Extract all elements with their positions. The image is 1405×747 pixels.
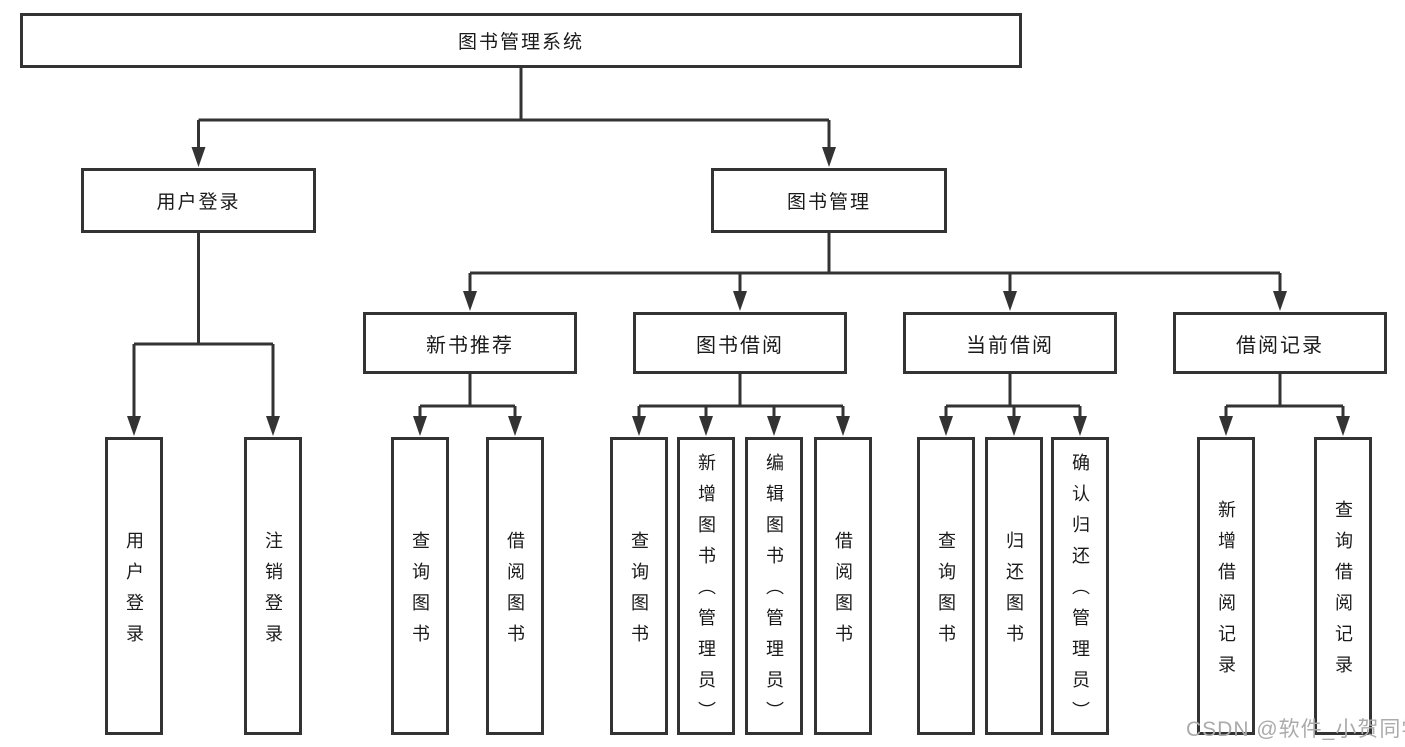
- leaf-logout: 注销登录: [244, 437, 302, 735]
- csdn-watermark: CSDN @软件_小贺同学: [1186, 718, 1405, 741]
- leaf-br-add-record-label: 新增借阅记录: [1216, 499, 1236, 686]
- leaf-br-query-record: 查询借阅记录: [1314, 437, 1372, 735]
- leaf-cb-return-books-label: 归还图书: [1004, 530, 1024, 655]
- leaf-user-login: 用户登录: [105, 437, 163, 735]
- node-book-borrowing-label: 图书借阅: [696, 334, 784, 357]
- leaf-br-query-record-label: 查询借阅记录: [1333, 499, 1353, 686]
- leaf-cb-confirm-return-admin: 确认归还（管理员）: [1051, 437, 1109, 735]
- leaf-bb-edit-books-admin: 编辑图书（管理员）: [745, 437, 803, 735]
- node-book-management-label: 图书管理: [786, 192, 871, 213]
- leaf-nbr-query-books-label: 查询图书: [410, 530, 430, 655]
- node-book-management: 图书管理: [711, 168, 947, 233]
- leaf-cb-return-books: 归还图书: [985, 437, 1043, 735]
- leaf-user-login-label: 用户登录: [124, 530, 144, 655]
- node-borrowing-records-label: 借阅记录: [1236, 334, 1324, 357]
- leaf-bb-add-books-admin: 新增图书（管理员）: [677, 437, 735, 735]
- leaf-br-add-record: 新增借阅记录: [1197, 437, 1255, 735]
- node-book-borrowing: 图书借阅: [633, 312, 847, 374]
- leaf-cb-query-books: 查询图书: [917, 437, 975, 735]
- leaf-cb-query-books-label: 查询图书: [936, 530, 956, 655]
- leaf-bb-borrow-books: 借阅图书: [814, 437, 872, 735]
- leaf-bb-query-books: 查询图书: [610, 437, 668, 735]
- node-new-book-recommend-label: 新书推荐: [426, 334, 514, 357]
- node-library-management-system-label: 图书管理系统: [457, 32, 584, 53]
- node-user-login-label: 用户登录: [156, 192, 241, 213]
- leaf-nbr-borrow-books-label: 借阅图书: [505, 530, 525, 655]
- leaf-logout-label: 注销登录: [263, 530, 283, 655]
- leaf-bb-edit-books-admin-label: 编辑图书（管理员）: [764, 453, 784, 732]
- node-new-book-recommend: 新书推荐: [363, 312, 577, 374]
- node-library-management-system: 图书管理系统: [20, 13, 1022, 68]
- leaf-nbr-borrow-books: 借阅图书: [486, 437, 544, 735]
- leaf-bb-query-books-label: 查询图书: [629, 530, 649, 655]
- leaf-cb-confirm-return-admin-label: 确认归还（管理员）: [1070, 453, 1090, 732]
- leaf-bb-add-books-admin-label: 新增图书（管理员）: [696, 453, 716, 732]
- node-user-login: 用户登录: [81, 168, 316, 233]
- node-borrowing-records: 借阅记录: [1173, 312, 1387, 374]
- node-current-borrowing: 当前借阅: [903, 312, 1117, 374]
- arrowheads: [127, 147, 1350, 436]
- leaf-bb-borrow-books-label: 借阅图书: [833, 530, 853, 655]
- leaf-nbr-query-books: 查询图书: [391, 437, 449, 735]
- node-current-borrowing-label: 当前借阅: [966, 334, 1054, 357]
